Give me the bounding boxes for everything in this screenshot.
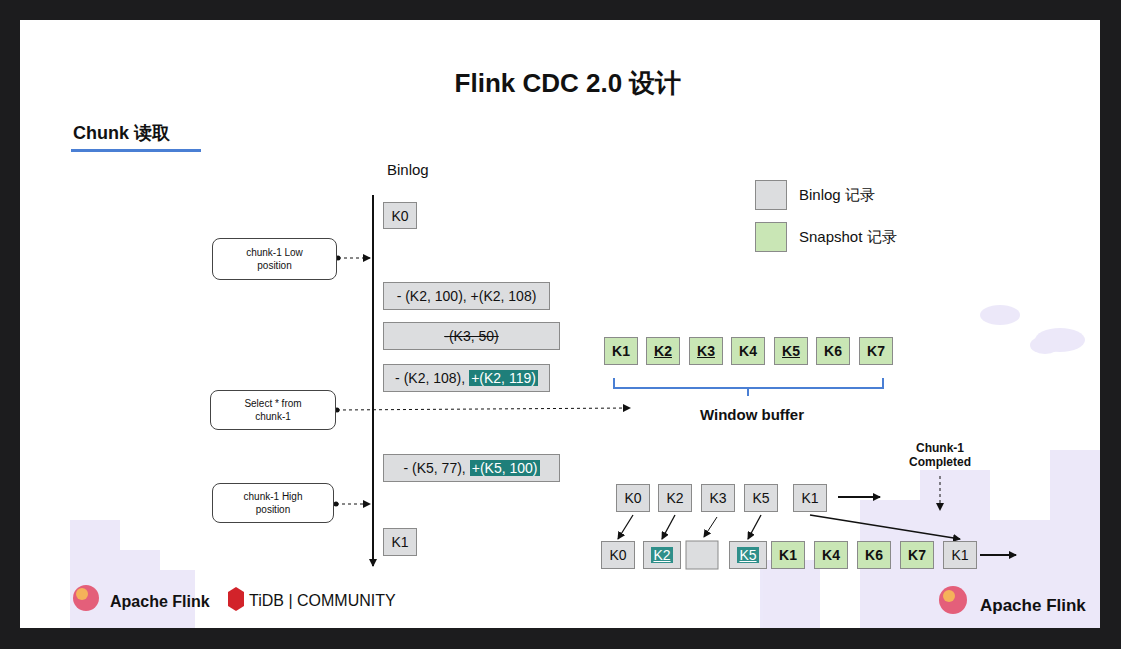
node-text: K4: [739, 343, 757, 359]
node-text: K4: [822, 547, 840, 563]
node-text: K5: [782, 343, 800, 359]
node-text: Select * from chunk-1: [234, 397, 312, 423]
node-text: chunk-1 Low position: [236, 246, 314, 272]
node-text: K2: [651, 547, 672, 563]
legend-text: Snapshot 记录: [799, 228, 897, 247]
snapshot-record: K6: [816, 337, 850, 365]
output-record: K5: [729, 541, 767, 569]
node-text: - (K5, 77),: [403, 460, 465, 476]
record-box: K5: [744, 484, 778, 512]
binlog-record: -(K3, 50): [383, 322, 560, 350]
node-text: +(K5, 100): [470, 460, 540, 476]
node-text: K2: [654, 343, 672, 359]
snapshot-record: K2: [646, 337, 680, 365]
binlog-record: - (K2, 100), +(K2, 108): [383, 282, 550, 310]
node-text: chunk-1 High position: [234, 490, 312, 516]
node-text: K1: [612, 343, 630, 359]
node-text: K5: [737, 547, 758, 563]
node-text: K0: [391, 208, 408, 224]
position-box: chunk-1 Low position: [212, 238, 337, 280]
node-text: K0: [624, 490, 641, 506]
connector-arrow: [662, 515, 675, 539]
node-text: K1: [801, 490, 818, 506]
output-record: K1: [771, 541, 805, 569]
snapshot-record: K7: [859, 337, 893, 365]
node-text: K0: [609, 547, 626, 563]
legend-swatch: [755, 222, 787, 252]
position-box: chunk-1 High position: [212, 483, 334, 523]
record-box: K3: [701, 484, 735, 512]
connector-arrow: [748, 515, 761, 539]
record-box: K0: [616, 484, 650, 512]
snapshot-record: K4: [731, 337, 765, 365]
node-text: K7: [867, 343, 885, 359]
node-text: K5: [752, 490, 769, 506]
slide-title: Flink CDC 2.0 设计: [455, 66, 682, 101]
binlog-record: K0: [383, 202, 417, 229]
snapshot-record: K5: [774, 337, 808, 365]
node-text: K3: [709, 490, 726, 506]
binlog-record: - (K2, 108),+(K2, 119): [383, 364, 550, 392]
node-text: K1: [951, 547, 968, 563]
binlog-record: - (K5, 77), +(K5, 100): [383, 454, 560, 482]
logo-text: Apache Flink: [980, 596, 1086, 616]
node-text: K3: [697, 343, 715, 359]
node-text: -(K3, 50): [444, 328, 498, 344]
output-record: K2: [643, 541, 681, 569]
binlog-record: K1: [383, 528, 417, 556]
node-text: +(K2, 119): [469, 370, 538, 386]
record-box: K1: [793, 484, 827, 512]
output-record: K6: [857, 541, 891, 569]
node-text: K1: [391, 534, 408, 550]
output-record: K1: [943, 541, 977, 569]
legend-swatch: [755, 180, 787, 210]
logo-text: TiDB | COMMUNITY: [249, 592, 396, 610]
record-box: K2: [658, 484, 692, 512]
bracket-label: Window buffer: [700, 406, 804, 423]
output-record: K7: [900, 541, 934, 569]
node-text: K6: [824, 343, 842, 359]
node-text: K2: [666, 490, 683, 506]
connector-arrow: [618, 515, 633, 539]
connector-arrow: [810, 515, 960, 539]
query-box: Select * from chunk-1: [210, 390, 336, 430]
logo-text: Apache Flink: [110, 593, 210, 611]
node-text: K1: [779, 547, 797, 563]
snapshot-record: K1: [604, 337, 638, 365]
output-record: K0: [601, 541, 635, 569]
section-heading: Chunk 读取: [73, 121, 170, 145]
node-text: - (K2, 108),: [395, 370, 465, 386]
node-text: K7: [908, 547, 926, 563]
node-text: K6: [865, 547, 883, 563]
node-text: - (K2, 100), +(K2, 108): [397, 288, 537, 304]
snapshot-record: K3: [689, 337, 723, 365]
status-label: Chunk-1 Completed: [900, 441, 980, 470]
output-record: K4: [814, 541, 848, 569]
axis-label: Binlog: [387, 161, 429, 178]
legend-text: Binlog 记录: [799, 186, 875, 205]
